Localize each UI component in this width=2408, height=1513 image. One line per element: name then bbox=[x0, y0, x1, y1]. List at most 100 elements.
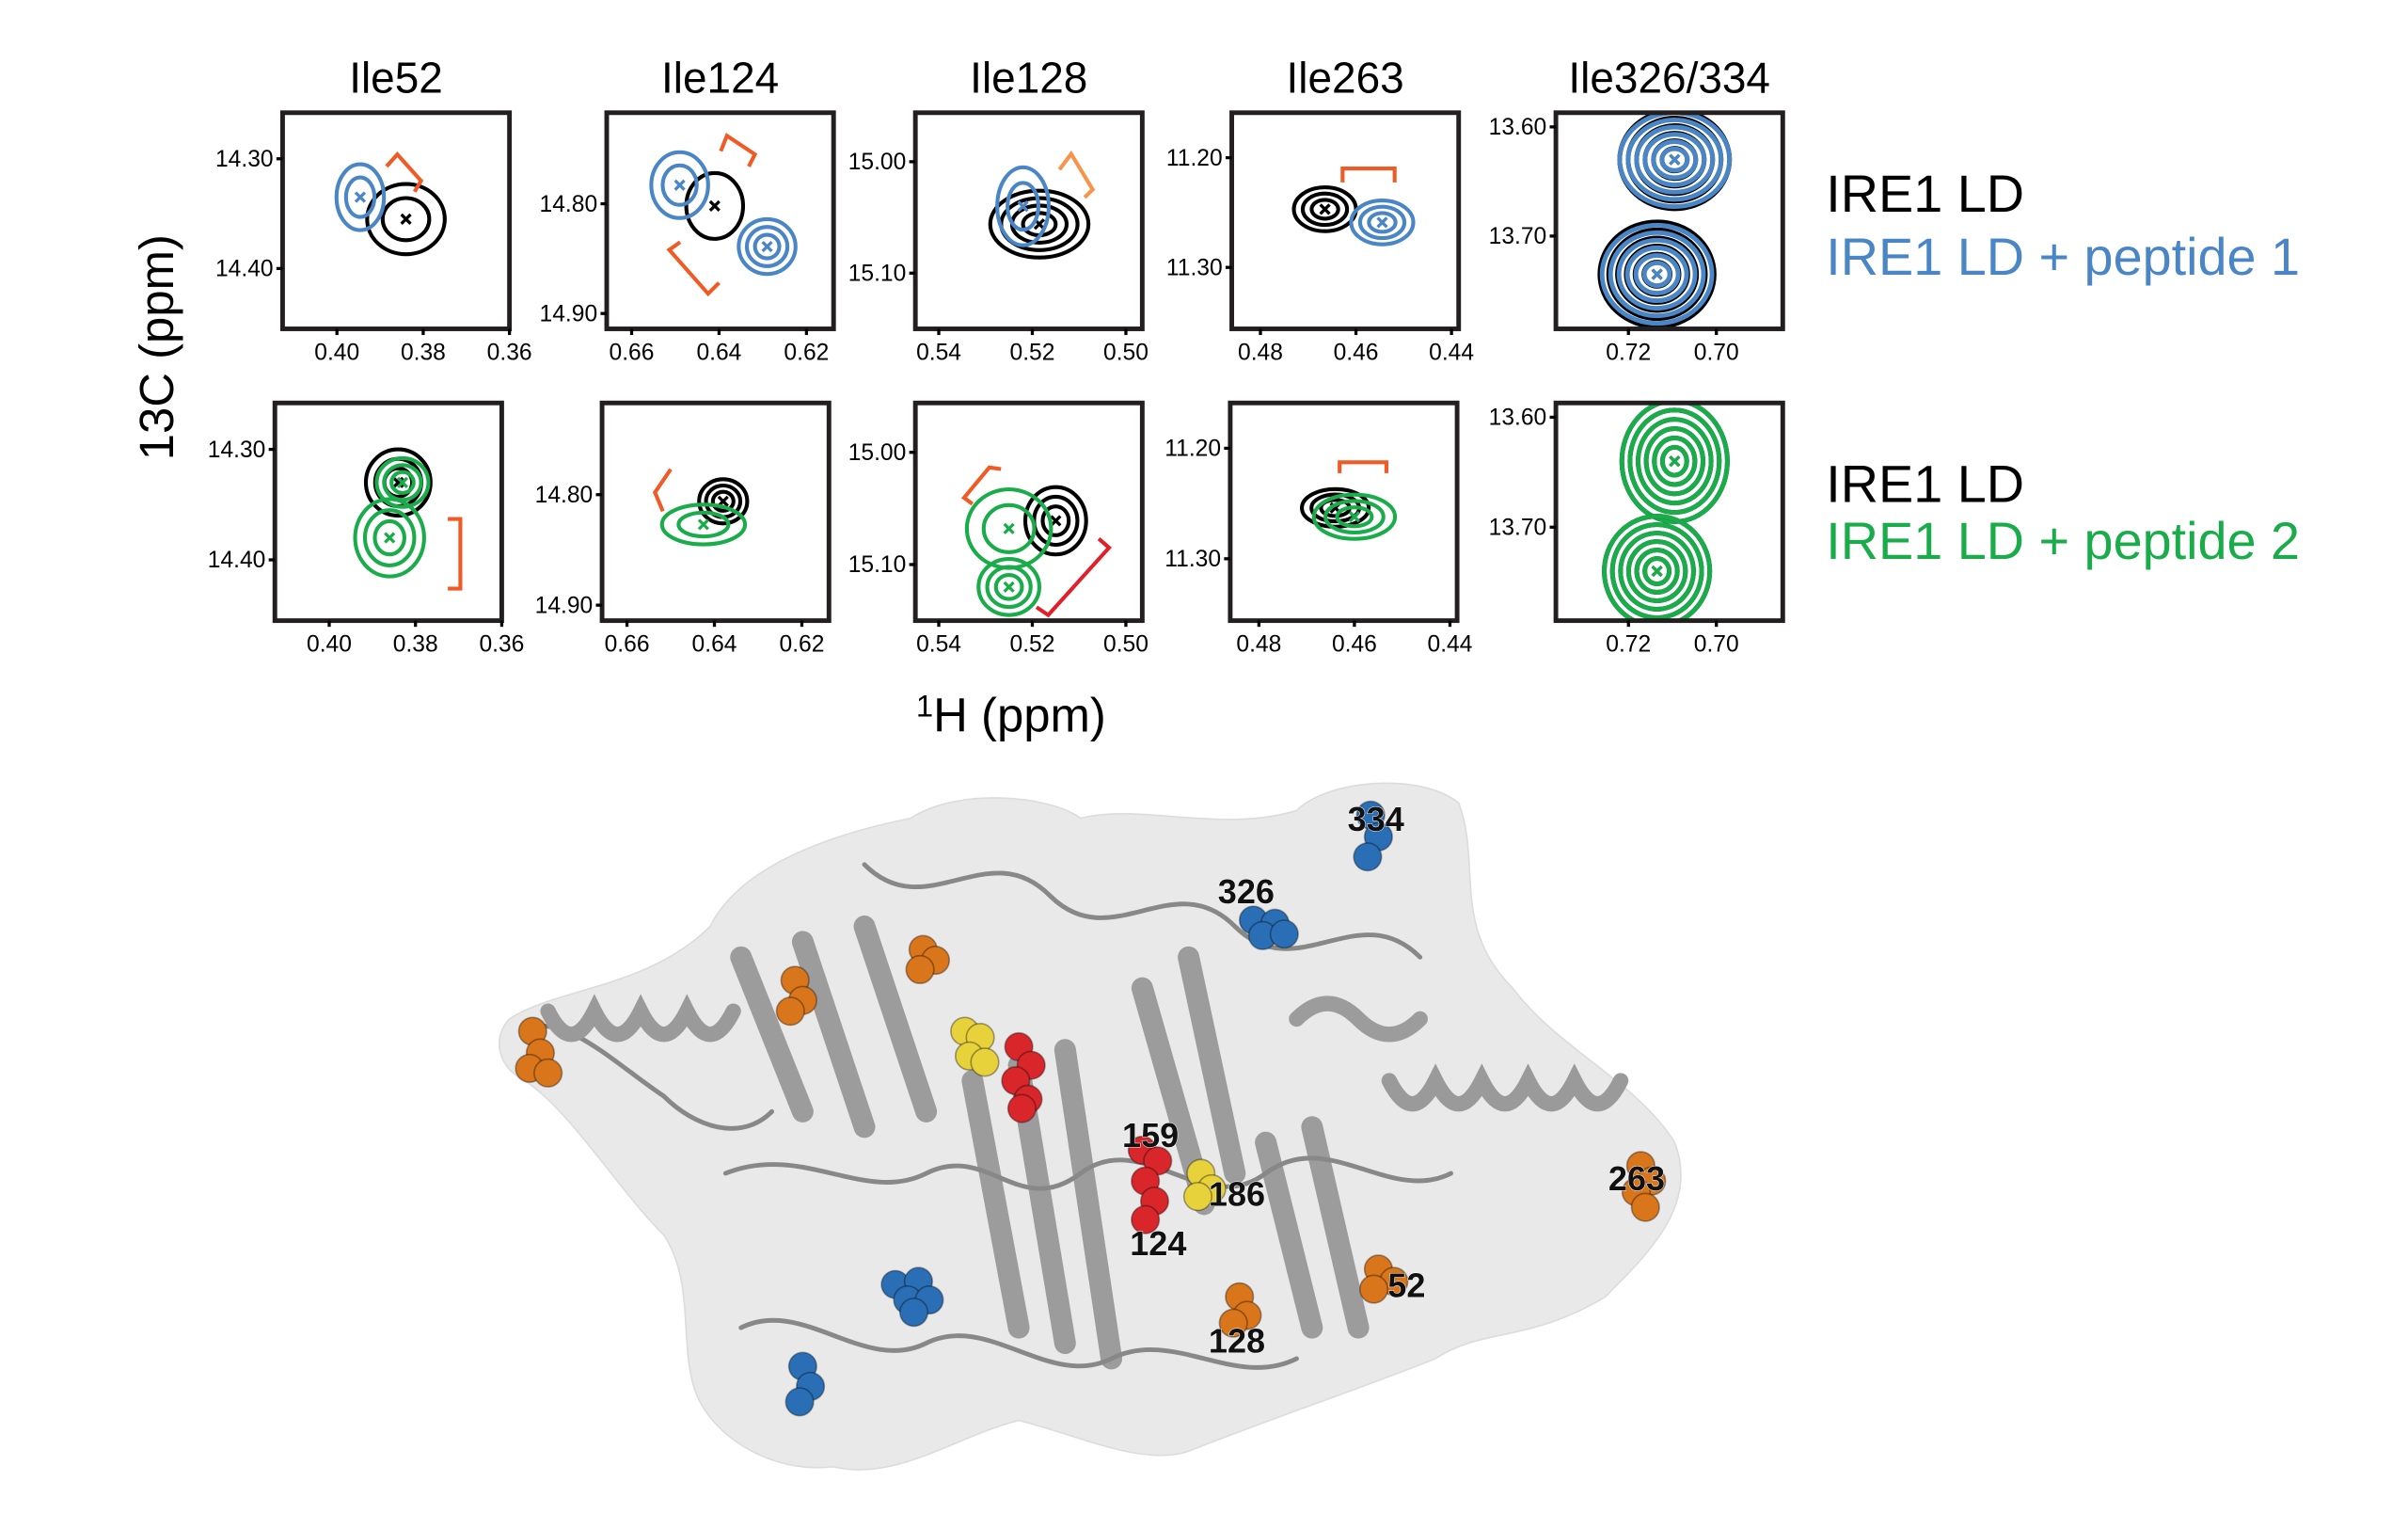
residue-label-326: 326 bbox=[1218, 872, 1275, 911]
x-tick-label: 0.40 bbox=[307, 631, 352, 657]
residue-sphere bbox=[970, 1047, 1000, 1077]
contour-p2 bbox=[1659, 444, 1689, 478]
contour-p1 bbox=[660, 163, 699, 207]
residue-sphere-cluster-orange bbox=[1621, 1151, 1667, 1222]
contour-ref bbox=[710, 489, 736, 513]
contour-p1 bbox=[737, 216, 798, 277]
x-tick-label: 0.54 bbox=[916, 631, 961, 657]
contour-p2 bbox=[1643, 426, 1705, 497]
contour-p1 bbox=[1651, 139, 1699, 181]
residue-sphere bbox=[1269, 919, 1299, 949]
peak-marker-ref bbox=[1319, 203, 1331, 215]
contour-p2 bbox=[1602, 514, 1713, 621]
peak-marker-p2 bbox=[697, 518, 709, 531]
residue-labels: 334 326 159 186 124 128 52 263 bbox=[1122, 799, 1666, 1361]
contour-p2 bbox=[985, 565, 1033, 610]
plot-area bbox=[1291, 166, 1416, 247]
y-tick-label: 15.10 bbox=[848, 552, 907, 578]
x-tick-label: 0.38 bbox=[393, 631, 438, 657]
contour-p1 bbox=[1624, 245, 1689, 304]
peak-marker-p2 bbox=[396, 476, 409, 488]
contour-p1 bbox=[1599, 222, 1715, 326]
plot-area bbox=[960, 465, 1112, 618]
residue-sphere-cluster-yellow bbox=[950, 1016, 1000, 1077]
contour-p1 bbox=[752, 232, 782, 261]
x-tick-label: 0.38 bbox=[401, 340, 446, 365]
panel-frame bbox=[599, 400, 832, 624]
x-tick-label: 0.36 bbox=[487, 340, 532, 365]
peak-marker-p2 bbox=[1669, 455, 1681, 468]
residue-sphere bbox=[533, 1058, 563, 1088]
peak-marker-ref bbox=[708, 199, 721, 212]
residue-sphere-cluster-blue bbox=[1353, 800, 1393, 872]
x-tick-label: 0.44 bbox=[1428, 631, 1473, 657]
x-tick-label: 0.62 bbox=[780, 631, 825, 657]
x-axis-label-superscript: 1 bbox=[916, 688, 933, 723]
contour-p2 bbox=[1636, 417, 1714, 506]
peak-marker-ref bbox=[400, 213, 412, 225]
contour-p1 bbox=[1616, 237, 1698, 311]
panel-frame bbox=[1229, 110, 1462, 331]
contour-p2 bbox=[1642, 556, 1672, 586]
plot-area bbox=[1602, 403, 1730, 621]
panel-frame bbox=[1228, 400, 1460, 624]
legend-row1-peptide1: IRE1 LD + peptide 1 bbox=[1826, 228, 2300, 286]
residue-sphere bbox=[1358, 1274, 1389, 1304]
shift-bracket bbox=[1035, 537, 1112, 618]
residue-label-186: 186 bbox=[1209, 1174, 1265, 1213]
legends: IRE1 LD IRE1 LD + peptide 1 IRE1 LD IRE1… bbox=[1826, 165, 2300, 570]
residue-sphere bbox=[1630, 1192, 1660, 1222]
legend-row2-peptide2: IRE1 LD + peptide 2 bbox=[1826, 512, 2300, 570]
x-tick-label: 0.72 bbox=[1606, 340, 1651, 365]
residue-label-263: 263 bbox=[1608, 1159, 1665, 1198]
contour-ref bbox=[1309, 198, 1340, 221]
y-tick-label: 14.80 bbox=[535, 483, 594, 508]
contour-p2 bbox=[372, 518, 406, 557]
plot-area bbox=[652, 468, 750, 547]
residue-sphere bbox=[898, 1298, 929, 1328]
peak-marker-p2 bbox=[1348, 511, 1361, 523]
contour-p2 bbox=[1609, 522, 1704, 620]
residue-sphere-cluster-blue bbox=[784, 1351, 826, 1417]
contour-ref bbox=[1300, 191, 1350, 228]
residue-label-124: 124 bbox=[1130, 1224, 1186, 1263]
shift-bracket bbox=[385, 151, 424, 193]
x-axis-label: 1H (ppm) bbox=[916, 688, 1106, 741]
molecular-surface bbox=[499, 782, 1682, 1471]
peak-marker-p1 bbox=[1017, 200, 1029, 213]
x-tick-label: 0.66 bbox=[610, 340, 655, 365]
contour-ref bbox=[697, 477, 750, 526]
x-tick-label: 0.48 bbox=[1238, 340, 1283, 365]
panel-frame bbox=[272, 400, 504, 624]
contour-p1 bbox=[334, 162, 387, 232]
contour-p2 bbox=[1335, 505, 1374, 529]
y-tick-label: 15.00 bbox=[848, 440, 907, 466]
x-tick-label: 0.52 bbox=[1010, 340, 1055, 365]
shift-bracket bbox=[1340, 166, 1397, 183]
contour-p2 bbox=[993, 573, 1024, 601]
peak-marker-p2 bbox=[1003, 522, 1015, 534]
contour-ref bbox=[363, 447, 433, 518]
residue-sphere-cluster-yellow bbox=[1182, 1158, 1227, 1212]
plot-area bbox=[1300, 460, 1398, 541]
shift-bracket bbox=[1057, 150, 1096, 199]
residue-label-159: 159 bbox=[1122, 1116, 1179, 1155]
plot-area bbox=[353, 447, 463, 591]
peak-marker-p2 bbox=[1003, 581, 1015, 593]
x-tick-label: 0.64 bbox=[692, 631, 737, 657]
legend-row1-ref: IRE1 LD bbox=[1826, 165, 2024, 223]
contour-p2 bbox=[676, 510, 731, 539]
x-tick-label: 0.70 bbox=[1694, 340, 1739, 365]
residue-sphere bbox=[1006, 1093, 1037, 1123]
contour-p2 bbox=[1311, 492, 1398, 541]
panel-title: Ile326/334 bbox=[1568, 53, 1770, 102]
contour-p1 bbox=[1659, 146, 1690, 173]
plot-area bbox=[649, 133, 798, 297]
residue-sphere bbox=[1131, 1204, 1161, 1234]
y-tick-label: 13.60 bbox=[1489, 406, 1547, 431]
